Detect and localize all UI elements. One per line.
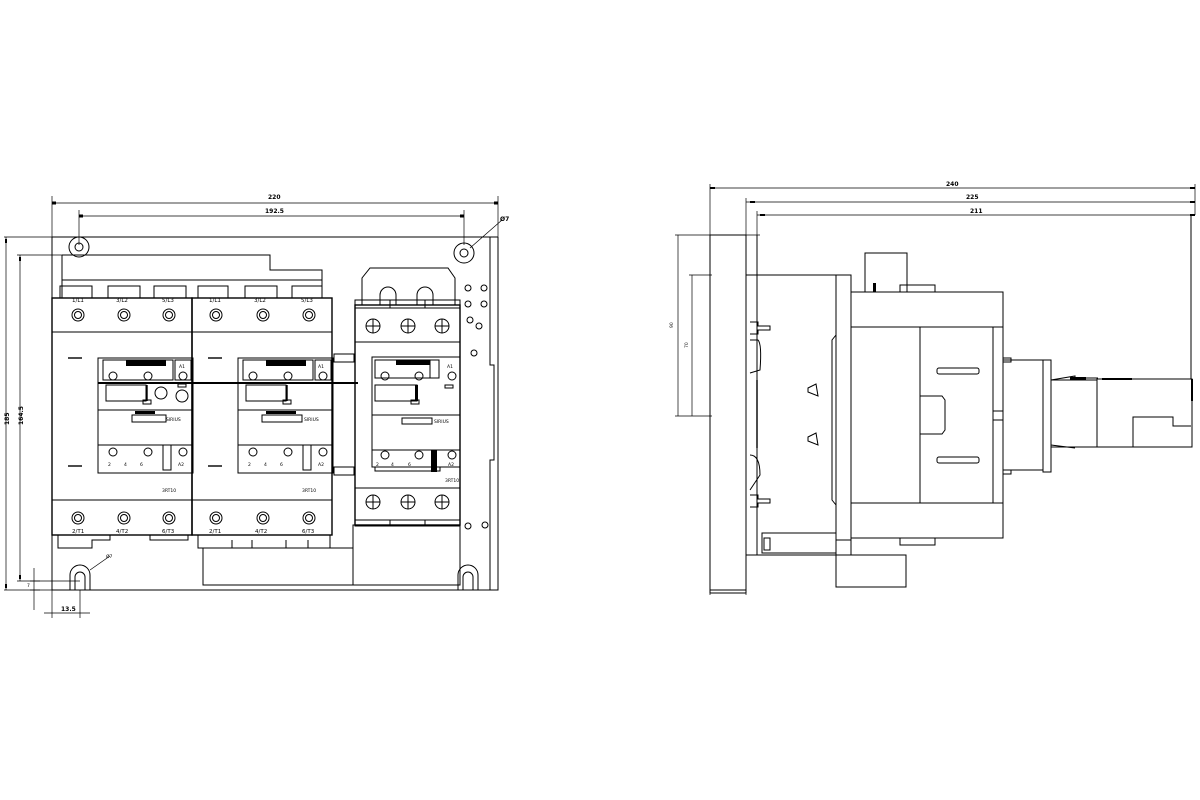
aux-label: 4 <box>264 462 267 468</box>
terminal-label: 1/L1 <box>209 298 221 304</box>
aux-label: 6 <box>280 462 283 468</box>
dim-bottom-offset: 7 <box>27 568 40 610</box>
aux-label: 2 <box>108 462 111 468</box>
front-view: 220 192.5 Ø7 185 <box>4 194 509 618</box>
dim-label-height-1: 90 <box>669 322 675 328</box>
dim-label-slot-diameter: Ø7 <box>106 553 113 560</box>
svg-text:A1: A1 <box>318 364 324 370</box>
dim-label-slot-offset: 13.5 <box>61 606 76 613</box>
dim-slot-offset: 13.5 <box>44 590 90 618</box>
coil-terminal-label: A2 <box>178 462 184 468</box>
terminal-label: 1/L1 <box>72 298 84 304</box>
terminal-label: 5/L3 <box>162 298 174 304</box>
coil-terminal-label: A2 <box>318 462 324 468</box>
brand-label: SIRIUS <box>304 417 319 423</box>
dim-height-2: 70 <box>684 274 712 416</box>
dim-hole-spacing: 192.5 <box>78 208 465 245</box>
dim-hole-diameter: Ø7 <box>469 216 509 249</box>
dim-label-height-2: 70 <box>684 342 690 348</box>
brand-label: SIRIUS <box>434 419 449 425</box>
aux-module-side <box>1002 215 1193 475</box>
terminal-label: 4/T2 <box>255 529 267 535</box>
type-label: 3RT10 <box>302 488 316 494</box>
terminal-label: 4/T2 <box>116 529 128 535</box>
aux-label: 4 <box>124 462 127 468</box>
contactor-base-side <box>745 274 907 588</box>
dim-depth-3: 211 <box>756 208 1195 530</box>
type-label: 3RT10 <box>445 478 459 484</box>
screw-icon <box>365 494 450 510</box>
dim-label-overall-width: 220 <box>268 194 281 201</box>
dim-label-overall-height: 185 <box>4 412 11 425</box>
svg-text:A1: A1 <box>447 364 453 370</box>
terminal-label: 3/L2 <box>116 298 128 304</box>
dim-label-hole-vertical: 164.5 <box>18 406 25 425</box>
plate-side <box>709 234 747 594</box>
dim-label-depth-3: 211 <box>970 208 983 215</box>
terminal-label: 2/T1 <box>209 529 221 535</box>
dim-label-hole-spacing: 192.5 <box>265 208 284 215</box>
contactor-3: A1 SIRIUS 2 4 6 A2 3RT10 <box>333 267 472 530</box>
contactor-main-side <box>850 252 1004 546</box>
type-label: 3RT10 <box>162 488 176 494</box>
aux-label: 6 <box>140 462 143 468</box>
aux-label: 2 <box>248 462 251 468</box>
brand-label: SIRIUS <box>166 417 181 423</box>
dim-slot-diameter: Ø7 <box>89 553 113 571</box>
terminal-label: 3/L2 <box>254 298 266 304</box>
dim-label-overall-depth: 240 <box>946 181 959 188</box>
terminal-label: 5/L3 <box>301 298 313 304</box>
contactor-2: 1/L1 3/L2 5/L3 A1 SIRIUS <box>98 285 461 586</box>
aux-label: 2 <box>376 462 379 468</box>
terminal-label: 2/T1 <box>72 529 84 535</box>
aux-label: 4 <box>391 462 394 468</box>
coil-terminal-label: A2 <box>448 462 454 468</box>
svg-text:A1: A1 <box>179 364 185 370</box>
terminal-label: 6/T3 <box>162 529 175 535</box>
side-view: 240 225 211 90 70 <box>669 181 1196 595</box>
dim-hole-vertical: 164.5 <box>17 254 80 582</box>
contactor-1: 1/L1 3/L2 5/L3 A1 <box>51 285 194 549</box>
dim-label-depth-2: 225 <box>966 194 979 201</box>
dim-label-hole-diameter: Ø7 <box>500 216 509 223</box>
screw-icon <box>365 318 450 334</box>
aux-label: 6 <box>408 462 411 468</box>
dim-label-bottom-offset: 7 <box>27 583 30 589</box>
terminal-label: 6/T3 <box>302 529 315 535</box>
